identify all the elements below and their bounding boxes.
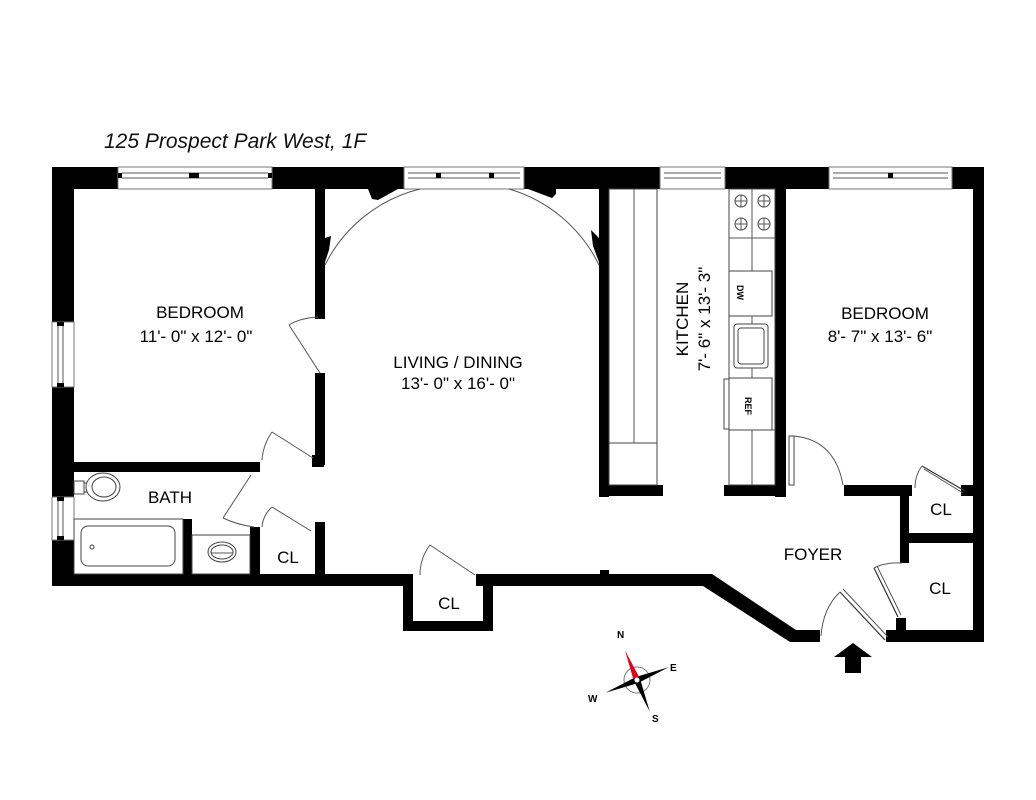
bedroom-left-dims: 11'- 0" x 12'- 0" — [140, 327, 253, 346]
compass-w: W — [588, 694, 598, 705]
bedroom-left-name: BEDROOM — [156, 303, 244, 322]
kitchen-name: KITCHEN — [673, 282, 692, 357]
refrigerator-label: REF — [743, 397, 753, 416]
windows — [51, 166, 953, 541]
interior-walls — [74, 189, 973, 642]
foyer-name: FOYER — [784, 545, 843, 564]
compass-e: E — [670, 663, 677, 674]
compass-s: S — [652, 714, 659, 725]
room-labels: BEDROOM 11'- 0" x 12'- 0" LIVING / DININ… — [140, 267, 952, 613]
bath-name: BATH — [148, 488, 192, 507]
closet-label: CL — [930, 500, 952, 519]
closet-label: CL — [929, 579, 951, 598]
exterior-walls — [52, 167, 984, 642]
closet-label: CL — [438, 594, 460, 613]
entry-arrow-icon — [834, 643, 872, 673]
bath-fixtures — [73, 472, 251, 575]
dishwasher-label: DW — [735, 285, 745, 300]
compass-north-needle — [625, 650, 639, 680]
living-dining-dims: 13'- 0" x 16'- 0" — [401, 374, 515, 393]
plan-title: 125 Prospect Park West, 1F — [104, 130, 367, 153]
stove-icon — [734, 194, 771, 231]
compass-n: N — [617, 630, 624, 641]
closet-label: CL — [277, 548, 299, 567]
doors — [222, 316, 966, 641]
bedroom-right-dims: 8'- 7" x 13'- 6" — [828, 327, 933, 346]
living-dining-name: LIVING / DINING — [393, 353, 522, 372]
compass-icon: N E S W — [588, 630, 677, 725]
kitchen-dims: 7'- 6" x 13'- 3" — [695, 267, 714, 372]
living-arch — [324, 188, 600, 266]
bedroom-right-name: BEDROOM — [841, 304, 929, 323]
kitchen-fixtures: DW REF — [608, 188, 776, 486]
